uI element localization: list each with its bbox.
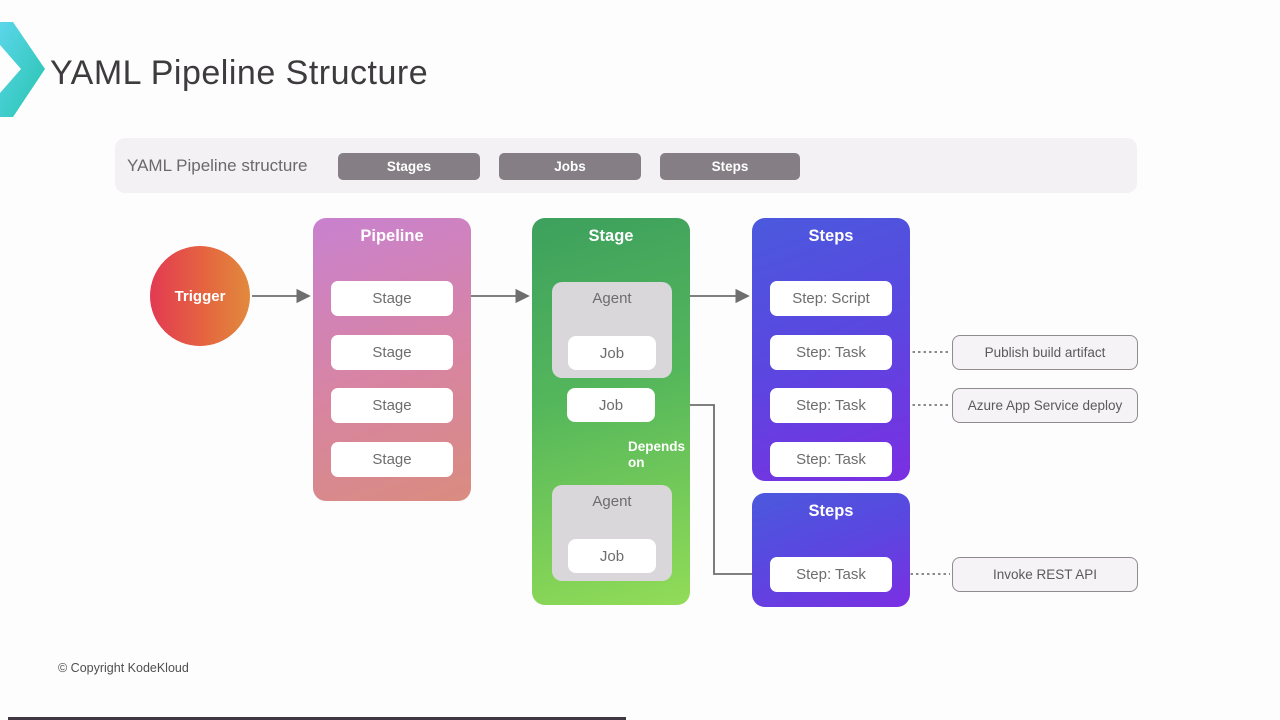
stage-node: Stage: [331, 281, 453, 316]
toolbar: YAML Pipeline structure Stages Jobs Step…: [115, 138, 1137, 193]
stages-button[interactable]: Stages: [338, 153, 480, 180]
step-node: Step: Task: [770, 388, 892, 423]
jobs-button[interactable]: Jobs: [499, 153, 641, 180]
copyright-text: © Copyright KodeKloud: [58, 661, 189, 675]
agent-block: Agent Job: [552, 485, 672, 581]
video-progress-bar: [8, 717, 626, 720]
stage-node: Stage: [331, 388, 453, 423]
step-node: Step: Task: [770, 335, 892, 370]
agent-label: Agent: [592, 290, 632, 307]
steps-card-title: Steps: [808, 502, 854, 520]
steps-card-2: Steps Step: Task: [752, 493, 910, 607]
trigger-label: Trigger: [174, 287, 226, 305]
stage-node: Stage: [331, 442, 453, 477]
pipeline-card-title: Pipeline: [360, 227, 424, 245]
depends-on-label: Depends on: [628, 439, 686, 471]
step-node: Step: Task: [770, 557, 892, 592]
step-node: Step: Task: [770, 442, 892, 477]
stage-node: Stage: [331, 335, 453, 370]
step-node: Step: Script: [770, 281, 892, 316]
steps-card-1: Steps Step: Script Step: Task Step: Task…: [752, 218, 910, 481]
stage-card: Stage Agent Job Job Depends on Agent Job: [532, 218, 690, 605]
steps-button[interactable]: Steps: [660, 153, 800, 180]
annotation-invoke-rest-api: Invoke REST API: [952, 557, 1138, 592]
trigger-node: Trigger: [150, 246, 250, 346]
annotation-azure-app-service-deploy: Azure App Service deploy: [952, 388, 1138, 423]
steps-card-title: Steps: [808, 227, 854, 245]
page-title: YAML Pipeline Structure: [50, 54, 429, 92]
kodekloud-logo-chevron-icon: [0, 22, 45, 117]
job-node: Job: [568, 539, 656, 573]
job-node: Job: [568, 336, 656, 370]
agent-label: Agent: [592, 493, 632, 510]
pipeline-card: Pipeline Stage Stage Stage Stage: [313, 218, 471, 501]
stage-card-title: Stage: [588, 227, 634, 245]
toolbar-label: YAML Pipeline structure: [127, 155, 308, 175]
job-node: Job: [567, 388, 655, 422]
agent-block: Agent Job: [552, 282, 672, 378]
annotation-publish-build-artifact: Publish build artifact: [952, 335, 1138, 370]
